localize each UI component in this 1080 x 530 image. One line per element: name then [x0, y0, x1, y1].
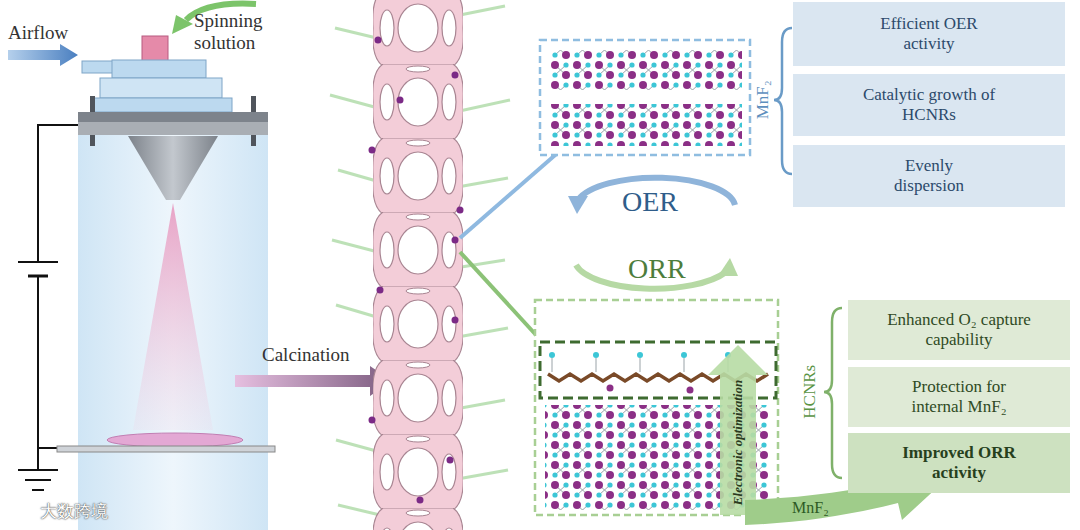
text-label: 大数跨境 — [40, 502, 108, 522]
needle-sticks — [330, 6, 510, 515]
text-label: ORR — [628, 253, 686, 285]
box-text: Evenly dispersion — [874, 156, 984, 197]
text-label: MnF₂ — [792, 499, 829, 517]
text-box: Protection for internal MnF₂ — [848, 367, 1070, 427]
text-box: Enhanced O₂ capture capability — [848, 300, 1070, 360]
text-box: Improved ORR activity — [848, 433, 1070, 493]
box-text: Efficient OER activity — [854, 14, 1004, 55]
text-label: Airflow — [8, 22, 68, 44]
text-box: Evenly dispersion — [793, 145, 1065, 207]
text-label: Spinning solution — [194, 10, 274, 54]
carbon-nanotube — [373, 0, 464, 530]
spinning-column — [78, 135, 268, 530]
box-text: Catalytic growth of HCNRs — [854, 85, 1004, 126]
hcnr-mnf2-crystal — [535, 300, 778, 515]
text-box: Efficient OER activity — [793, 2, 1065, 66]
mnf2-particles — [369, 37, 464, 504]
text-label: OER — [622, 186, 678, 218]
cycle-arrows — [568, 178, 738, 289]
watermark-logo — [18, 505, 32, 519]
text-label: HCNRs — [800, 365, 820, 419]
electronic-arrow — [708, 345, 768, 515]
circuit-wires — [18, 125, 78, 490]
box-text: Enhanced O₂ capture capability — [874, 310, 1044, 351]
calcination-arrow — [235, 366, 392, 396]
text-label: Electronic optimization — [731, 379, 746, 504]
box-text: Protection for internal MnF₂ — [894, 377, 1024, 418]
text-box: Catalytic growth of HCNRs — [793, 74, 1065, 136]
text-label: Calcination — [262, 344, 350, 366]
mnf2-crystal — [540, 40, 750, 155]
spinneret — [8, 4, 275, 452]
box-text: Improved ORR activity — [899, 443, 1019, 484]
text-label: MnF₂ — [752, 80, 772, 119]
